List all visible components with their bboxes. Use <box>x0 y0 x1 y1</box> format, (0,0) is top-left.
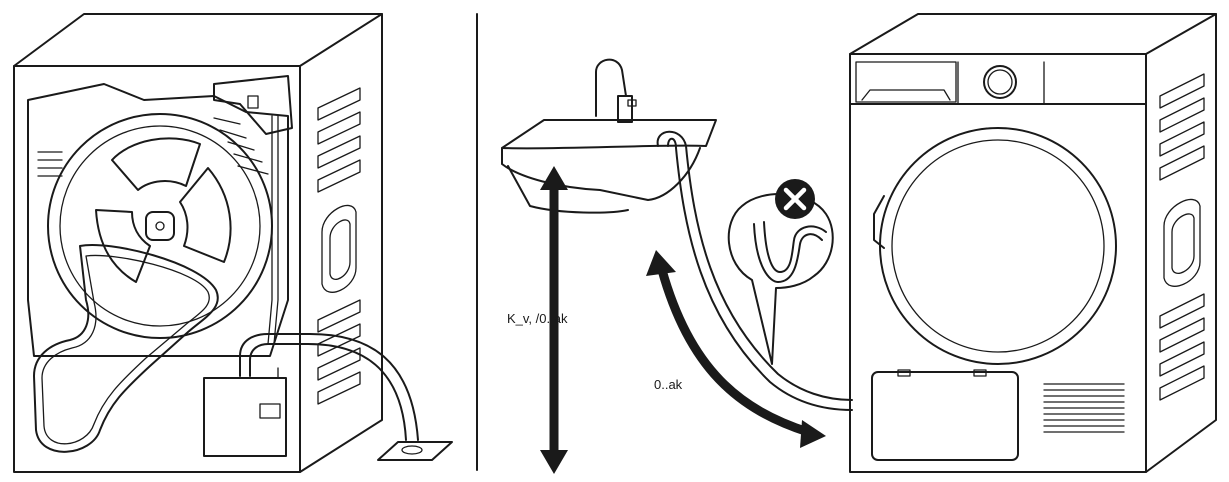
faucet <box>595 58 627 117</box>
program-dial <box>983 65 1017 99</box>
dryer-door <box>879 127 1117 365</box>
front-cabinet-face <box>849 53 1147 473</box>
sink-drain-hose <box>656 130 853 401</box>
length-label: 0..ak <box>654 377 683 392</box>
dryer-front-view <box>849 13 1217 473</box>
filter-hatch <box>871 371 1019 461</box>
floor-drain <box>377 441 453 461</box>
sink-installation: K_v, /0. ak 0..ak <box>501 58 853 474</box>
front-cabinet-top <box>849 13 1217 55</box>
rear-left-slots <box>37 151 63 177</box>
front-grille <box>1043 383 1125 433</box>
cross-in-circle-icon <box>775 179 815 219</box>
rear-side-vents <box>317 87 361 405</box>
length-arrow <box>646 250 826 448</box>
front-side-vents <box>1159 73 1205 401</box>
rear-right-slots <box>213 117 269 175</box>
height-label: K_v, /0. ak <box>507 311 568 326</box>
height-arrow <box>540 166 568 474</box>
rear-drum-hub <box>145 211 175 241</box>
hose-sag-callout <box>727 193 834 365</box>
rear-drain-hose <box>239 333 419 441</box>
front-cabinet-side <box>1145 13 1217 473</box>
rear-pump-box <box>203 377 287 457</box>
door-handle <box>873 195 885 249</box>
water-tank-drawer <box>855 61 957 103</box>
sink-basin <box>501 147 701 201</box>
sink-rim <box>501 119 717 150</box>
rear-drum-spokes <box>95 137 232 283</box>
rear-cabinet-top <box>13 13 383 67</box>
rear-back-panel <box>27 83 289 357</box>
rear-drain-bracket <box>213 75 293 135</box>
rear-drum-ring <box>47 113 273 339</box>
dryer-rear-view <box>13 13 453 473</box>
rear-cabinet-side <box>299 13 383 473</box>
rear-lower-cutout <box>33 244 219 453</box>
